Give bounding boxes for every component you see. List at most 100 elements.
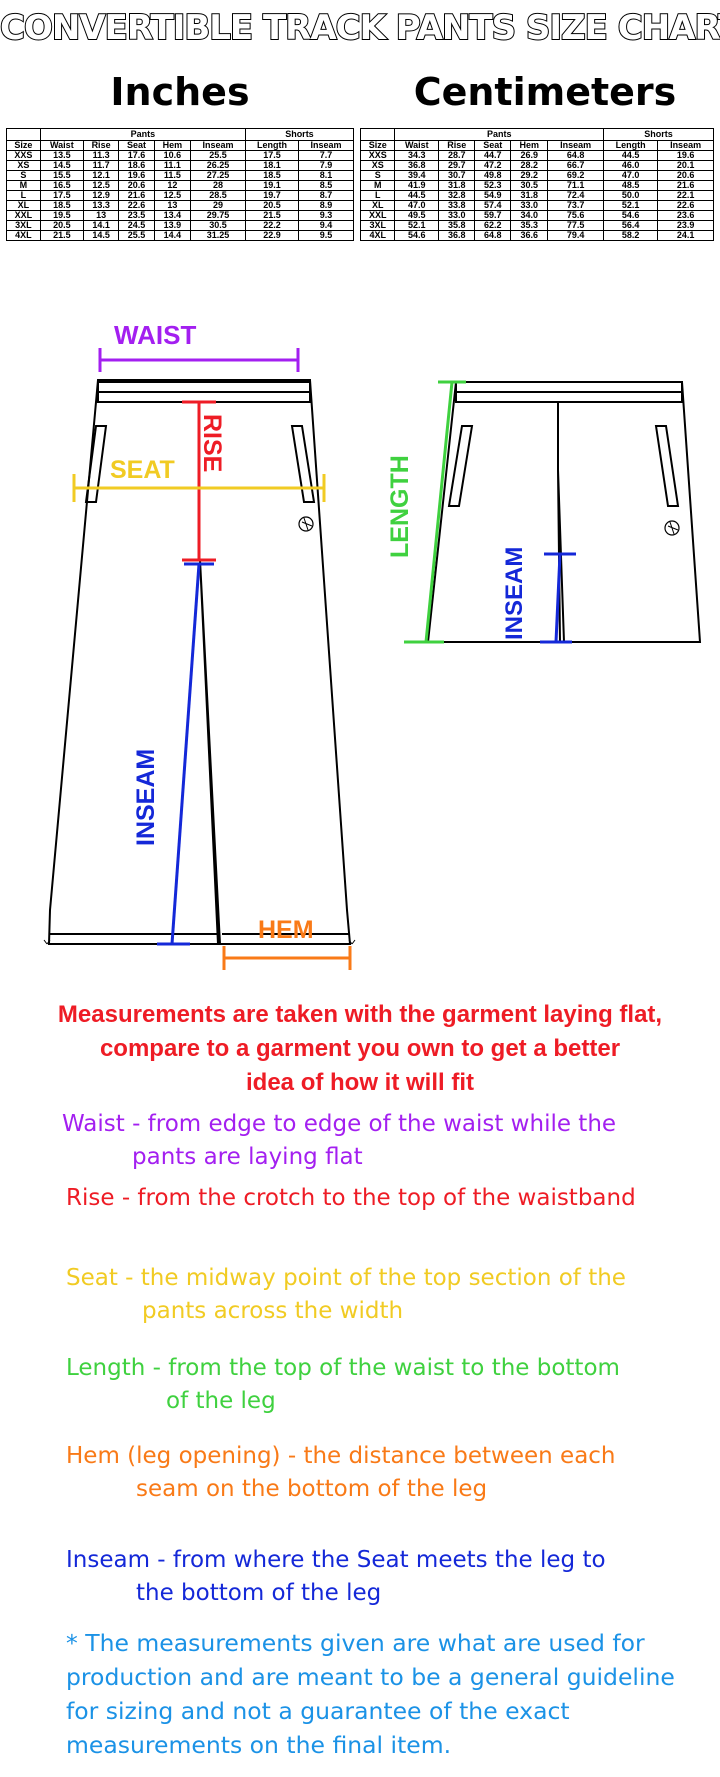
column-header: Inseam — [298, 140, 354, 151]
value-cell: 29.7 — [438, 160, 476, 171]
definition-line: of the leg — [166, 1388, 276, 1414]
definition-line: seam on the bottom of the leg — [136, 1476, 488, 1502]
shorts-group-header: Shorts — [603, 128, 714, 141]
value-cell: 13.9 — [153, 220, 192, 231]
hem-label: HEM — [258, 916, 314, 944]
main-note: Measurements are taken with the garment … — [0, 998, 720, 1100]
size-cell: XL — [6, 200, 41, 211]
value-cell: 35.3 — [510, 220, 549, 231]
value-cell: 48.5 — [603, 180, 659, 191]
value-cell: 14.5 — [82, 230, 120, 241]
value-cell: 79.4 — [547, 230, 605, 241]
value-cell: 44.5 — [394, 190, 440, 201]
definition-line: Waist - from edge to edge of the waist w… — [62, 1111, 617, 1137]
value-cell: 11.7 — [82, 160, 120, 171]
value-cell: 36.8 — [394, 160, 440, 171]
value-cell: 20.6 — [657, 170, 714, 181]
rise-definition: Rise - from the crotch to the top of the… — [66, 1182, 636, 1215]
value-cell: 21.6 — [118, 190, 155, 201]
seat-definition: Seat - the midway point of the top secti… — [66, 1262, 626, 1328]
value-cell: 19.6 — [118, 170, 155, 181]
main-note-line: idea of how it will fit — [246, 1069, 474, 1096]
column-header: Length — [244, 140, 300, 151]
value-cell: 12.5 — [153, 190, 192, 201]
value-cell: 72.4 — [547, 190, 605, 201]
value-cell: 49.5 — [394, 210, 440, 221]
value-cell: 33.0 — [438, 210, 476, 221]
value-cell: 25.5 — [118, 230, 155, 241]
rise-label: RISE — [198, 414, 226, 472]
pants-inseam-label: INSEAM — [132, 749, 160, 846]
value-cell: 18.5 — [39, 200, 84, 211]
column-header: Seat — [474, 140, 512, 151]
value-cell: 20.1 — [657, 160, 714, 171]
value-cell: 23.5 — [118, 210, 155, 221]
shorts-group-header: Shorts — [244, 128, 355, 141]
value-cell: 16.5 — [39, 180, 84, 191]
column-header: Inseam — [547, 140, 605, 151]
definition-line: Seat - the midway point of the top secti… — [66, 1265, 626, 1291]
definition-line: the bottom of the leg — [136, 1580, 382, 1606]
value-cell: 52.3 — [474, 180, 512, 191]
value-cell: 54.9 — [474, 190, 512, 201]
value-cell: 54.6 — [394, 230, 440, 241]
value-cell: 9.4 — [298, 220, 354, 231]
value-cell: 29 — [190, 200, 246, 211]
value-cell: 24.1 — [657, 230, 714, 241]
value-cell: 64.8 — [474, 230, 512, 241]
value-cell: 8.5 — [298, 180, 354, 191]
value-cell: 14.1 — [82, 220, 120, 231]
value-cell: 7.7 — [298, 150, 354, 161]
value-cell: 19.1 — [244, 180, 300, 191]
column-header: Rise — [82, 140, 120, 151]
waist-measure — [98, 348, 300, 372]
measurement-diagram: WAIST RISE SEAT INSEAM HEM LENGTH INSEAM — [43, 320, 702, 970]
value-cell: 47.2 — [474, 160, 512, 171]
value-cell: 69.2 — [547, 170, 605, 181]
value-cell: 29.75 — [190, 210, 246, 221]
size-cell: S — [359, 170, 396, 181]
value-cell: 26.25 — [190, 160, 246, 171]
value-cell: 22.6 — [118, 200, 155, 211]
value-cell: 30.7 — [438, 170, 476, 181]
value-cell: 35.8 — [438, 220, 476, 231]
value-cell: 58.2 — [603, 230, 659, 241]
value-cell: 8.9 — [298, 200, 354, 211]
value-cell: 9.3 — [298, 210, 354, 221]
size-cell: L — [6, 190, 41, 201]
value-cell: 12.9 — [82, 190, 120, 201]
value-cell: 12.1 — [82, 170, 120, 181]
column-header: Size — [6, 140, 41, 151]
value-cell: 64.8 — [547, 150, 605, 161]
column-header: Length — [603, 140, 659, 151]
value-cell: 41.9 — [394, 180, 440, 191]
size-cell: 3XL — [6, 220, 41, 231]
shorts-inseam-label: INSEAM — [501, 547, 528, 640]
size-cell: 4XL — [6, 230, 41, 241]
value-cell: 14.4 — [153, 230, 192, 241]
value-cell: 30.5 — [190, 220, 246, 231]
seat-measure — [72, 474, 326, 502]
value-cell: 62.2 — [474, 220, 512, 231]
definition-line: pants are laying flat — [132, 1144, 363, 1170]
disclaimer-line: * The measurements given are what are us… — [66, 1629, 645, 1657]
column-header: Inseam — [190, 140, 246, 151]
value-cell: 11.5 — [153, 170, 192, 181]
inseam-definition: Inseam - from where the Seat meets the l… — [66, 1544, 606, 1610]
value-cell: 25.5 — [190, 150, 246, 161]
value-cell: 14.5 — [39, 160, 84, 171]
value-cell: 7.9 — [298, 160, 354, 171]
length-definition: Length - from the top of the waist to th… — [66, 1352, 620, 1418]
size-cell: XS — [6, 160, 41, 171]
value-cell: 66.7 — [547, 160, 605, 171]
disclaimer-line: production and are meant to be a general… — [66, 1663, 675, 1691]
size-cell: XXL — [6, 210, 41, 221]
value-cell: 44.7 — [474, 150, 512, 161]
